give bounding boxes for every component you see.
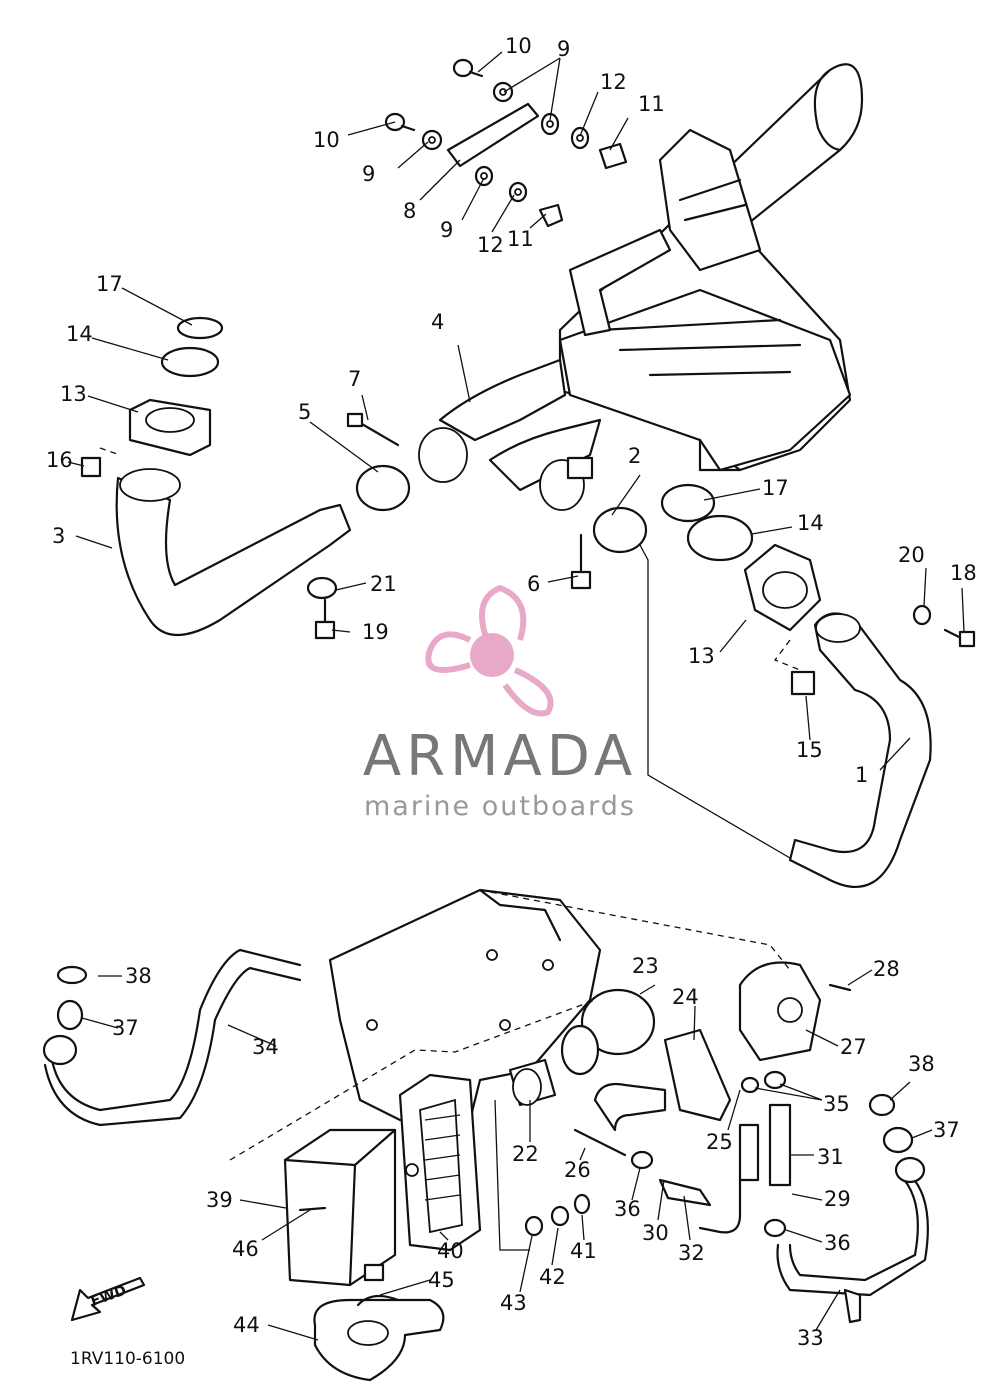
callout-4: 4: [431, 310, 444, 334]
callout-30: 30: [642, 1221, 669, 1245]
callout-38: 38: [908, 1052, 935, 1076]
right-breather: [776, 1093, 929, 1324]
callout-27: 27: [840, 1035, 867, 1059]
callout-24: 24: [672, 985, 699, 1009]
callout-29: 29: [824, 1187, 851, 1211]
callout-9: 9: [557, 37, 570, 61]
callout-7: 7: [348, 367, 361, 391]
callout-25: 25: [706, 1130, 733, 1154]
callout-13: 13: [688, 644, 715, 668]
callout-46: 46: [232, 1237, 259, 1261]
callout-45: 45: [428, 1268, 455, 1292]
watermark-tagline: marine outboards: [364, 791, 636, 822]
left-breather: [42, 948, 302, 1127]
callout-40: 40: [437, 1239, 464, 1263]
callout-37: 37: [112, 1016, 139, 1040]
drawing-code: 1RV110-6100: [70, 1349, 185, 1369]
fwd-arrow: FWD: [70, 1276, 146, 1322]
callout-38: 38: [125, 964, 152, 988]
callout-42: 42: [539, 1265, 566, 1289]
callout-34: 34: [252, 1035, 279, 1059]
callout-21: 21: [370, 572, 397, 596]
callout-18: 18: [950, 561, 977, 585]
callout-26: 26: [564, 1158, 591, 1182]
right-exhaust-parts: [660, 483, 976, 889]
propeller-icon: [425, 585, 554, 717]
fwd-label: FWD: [89, 1282, 129, 1310]
callout-6: 6: [527, 572, 540, 596]
callout-14: 14: [66, 322, 93, 346]
callout-36: 36: [824, 1231, 851, 1255]
callout-9: 9: [362, 162, 375, 186]
reference-lines-lower: [229, 889, 791, 1251]
callout-12: 12: [477, 233, 504, 257]
watermark-brand: ARMADA: [363, 724, 637, 789]
callout-28: 28: [873, 957, 900, 981]
callout-35: 35: [823, 1092, 850, 1116]
callout-31: 31: [817, 1145, 844, 1169]
callout-16: 16: [46, 448, 73, 472]
muffler: [418, 63, 864, 511]
top-hardware: [384, 58, 628, 228]
callout-9: 9: [440, 218, 453, 242]
reference-lines-upper: [99, 447, 801, 859]
armada-logo: ARMADA marine outboards: [363, 585, 637, 822]
callout-1: 1: [855, 763, 868, 787]
air-box: [283, 1073, 591, 1382]
leader-lines: [67, 51, 965, 1341]
callout-8: 8: [403, 199, 416, 223]
callout-32: 32: [678, 1241, 705, 1265]
callout-39: 39: [206, 1188, 233, 1212]
callout-13: 13: [60, 382, 87, 406]
callout-12: 12: [600, 70, 627, 94]
callout-23: 23: [632, 954, 659, 978]
callout-17: 17: [96, 272, 123, 296]
callout-numbers: 10 9 12 11 10 9 8 9 12 11 17 14 13 16 3 …: [46, 34, 977, 1350]
callout-41: 41: [570, 1239, 597, 1263]
callout-3: 3: [52, 524, 65, 548]
callout-37: 37: [933, 1118, 960, 1142]
callout-19: 19: [362, 620, 389, 644]
callout-20: 20: [898, 543, 925, 567]
callout-10: 10: [505, 34, 532, 58]
callout-36: 36: [614, 1197, 641, 1221]
callout-5: 5: [298, 400, 311, 424]
left-exhaust-parts: [80, 316, 648, 640]
callout-43: 43: [500, 1291, 527, 1315]
callout-15: 15: [796, 738, 823, 762]
propeller-hub: [470, 633, 514, 677]
callout-10: 10: [313, 128, 340, 152]
callout-22: 22: [512, 1142, 539, 1166]
callout-44: 44: [233, 1313, 260, 1337]
air-induction-parts: [508, 961, 852, 1238]
callout-14: 14: [797, 511, 824, 535]
callout-33: 33: [797, 1326, 824, 1350]
callout-11: 11: [507, 227, 534, 251]
callout-2: 2: [628, 444, 641, 468]
callout-17: 17: [762, 476, 789, 500]
callout-11: 11: [638, 92, 665, 116]
